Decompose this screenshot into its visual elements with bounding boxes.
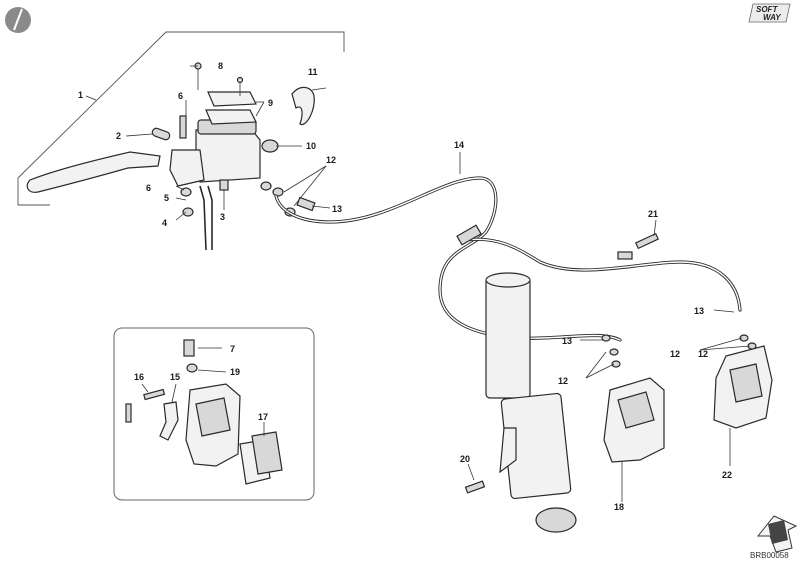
part-label: 19 [230, 367, 240, 377]
master-cylinder-body [195, 129, 261, 183]
part-label: 1 [78, 90, 83, 100]
part-label: 12 [670, 349, 680, 359]
part-label: 17 [258, 412, 268, 422]
assembly-bracket [17, 31, 345, 206]
brake-light-switch [219, 179, 229, 191]
banjo-bolt [296, 196, 316, 212]
washer [182, 207, 194, 217]
part-label: 6 [178, 91, 183, 101]
pivot-bolt [179, 115, 187, 139]
fork-bolt [464, 480, 486, 494]
part-label: 15 [170, 372, 180, 382]
banjo-washer [260, 181, 272, 191]
reservoir-cover [207, 91, 257, 107]
logo-line-2: WAY [763, 13, 781, 22]
part-label: 13 [332, 204, 342, 214]
part-label: 10 [306, 141, 316, 151]
part-number-labels: 1 2 3 4 5 6 6 7 8 9 10 11 12 12 12 12 13… [78, 61, 732, 512]
leader-lines [85, 65, 751, 502]
pad-spring [159, 401, 179, 441]
part-label: 13 [694, 306, 704, 316]
hose-clip [617, 251, 633, 260]
reservoir-gasket [205, 109, 257, 125]
part-label: 11 [308, 67, 318, 77]
wrench-badge-icon [5, 7, 31, 33]
lever-pin [151, 127, 171, 141]
caliper-detail-inset [113, 327, 315, 501]
inset-bolt [125, 403, 132, 423]
part-label: 2 [116, 131, 121, 141]
bleed-screw [183, 339, 195, 357]
part-label: 3 [220, 212, 225, 222]
part-label: 12 [558, 376, 568, 386]
left-brake-caliper [601, 334, 665, 463]
hose-junction [456, 224, 482, 246]
front-fork-leg [485, 272, 577, 533]
part-label: 21 [648, 209, 658, 219]
part-label: 5 [164, 193, 169, 203]
part-label: 18 [614, 502, 624, 512]
part-label: 7 [230, 344, 235, 354]
right-brake-caliper [713, 334, 773, 429]
drawing-code: BRB00058 [750, 551, 789, 560]
logo-line-1: SOFT [756, 5, 778, 14]
bleeder-valve [634, 232, 660, 250]
brake-lever [26, 151, 161, 193]
part-label: 14 [454, 140, 464, 150]
screw [236, 76, 244, 84]
part-label: 8 [218, 61, 223, 71]
part-label: 4 [162, 218, 167, 228]
part-label: 6 [146, 183, 151, 193]
part-label: 12 [326, 155, 336, 165]
part-label: 20 [460, 454, 470, 464]
part-label: 16 [134, 372, 144, 382]
part-label: 22 [722, 470, 732, 480]
softway-logo: SOFT WAY [748, 3, 791, 23]
master-cylinder-group [26, 62, 327, 251]
banjo-washer [272, 187, 284, 197]
part-label: 13 [562, 336, 572, 346]
part-label: 12 [698, 349, 708, 359]
reservoir-plug [261, 139, 279, 153]
switch-wire [199, 185, 207, 251]
lever-bracket [291, 86, 315, 126]
pad-pin [143, 388, 166, 401]
front-arrow-icon [756, 515, 798, 553]
handlebar-clamp [169, 149, 205, 187]
part-label: 9 [268, 98, 273, 108]
